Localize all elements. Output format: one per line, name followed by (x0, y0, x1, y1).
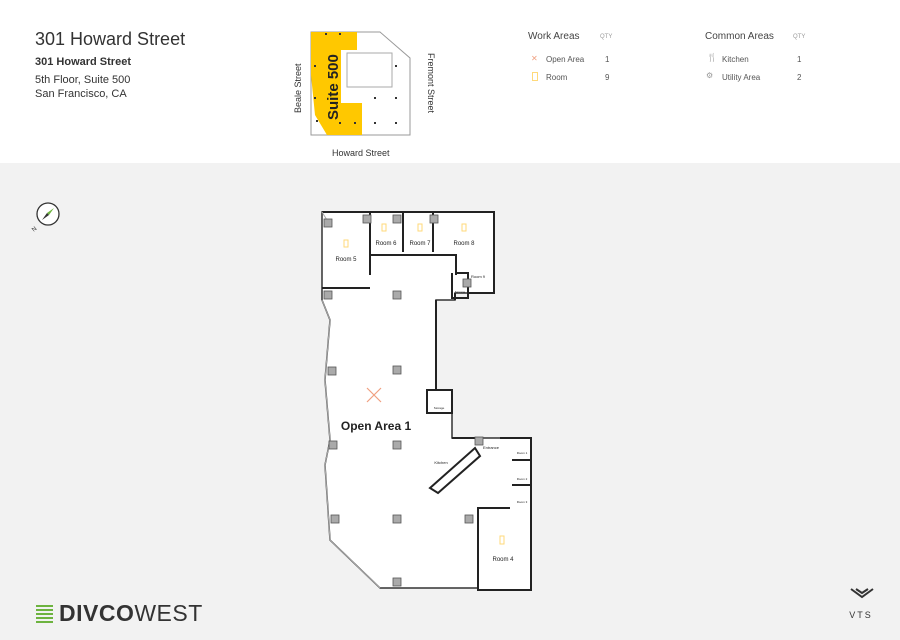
legend-kitchen-qty: 1 (797, 55, 802, 64)
legend-utility-qty: 2 (797, 73, 802, 82)
building-name: 301 Howard Street (35, 56, 131, 68)
room-8-label[interactable]: Room 8 (453, 241, 475, 247)
entrance-label[interactable]: Entrance (483, 445, 500, 450)
street-beale: Beale Street (293, 63, 303, 113)
open-area-label[interactable]: Open Area 1 (341, 419, 412, 433)
page-title: 301 Howard Street (35, 29, 186, 49)
key-map: Suite 500 Beale Street Fremont Street Ho… (293, 31, 436, 158)
room-5-label[interactable]: Room 5 (335, 257, 357, 263)
vts-logo: VTS (849, 610, 873, 620)
compass-icon: N (31, 202, 60, 233)
city: San Francisco, CA (35, 88, 127, 100)
room-7-label[interactable]: Room 7 (409, 241, 431, 247)
room-4-label[interactable]: Room 4 (492, 557, 514, 563)
door-icon (532, 72, 538, 81)
street-fremont: Fremont Street (426, 53, 436, 114)
suite-label: Suite 500 (325, 54, 342, 120)
gear-icon: ⚙ (706, 71, 714, 80)
suite-highlight (311, 32, 362, 135)
legend-kitchen: Kitchen (722, 55, 749, 64)
storage-1-label[interactable]: Storage (455, 290, 466, 294)
svg-text:N: N (31, 226, 38, 233)
kitchen-label[interactable]: Kitchen (434, 460, 447, 465)
room-3-label[interactable]: Room 3 (517, 500, 528, 504)
legend-room-qty: 9 (605, 73, 610, 82)
work-qty-header: QTY (600, 34, 613, 40)
legend-utility: Utility Area (722, 73, 761, 82)
expand-arrows-icon: ✕ (531, 54, 538, 63)
header: 301 Howard Street 301 Howard Street 5th … (0, 0, 900, 163)
room-1-label[interactable]: Room 1 (517, 451, 528, 455)
room-9-label[interactable]: Room 9 (471, 274, 486, 279)
common-qty-header: QTY (793, 34, 806, 40)
vts-logo-icon (850, 588, 874, 599)
door-icon (343, 223, 505, 545)
common-areas-title: Common Areas (705, 31, 774, 42)
expand-arrows-icon (366, 387, 382, 403)
street-howard: Howard Street (332, 148, 390, 158)
work-areas-title: Work Areas (528, 31, 580, 42)
floor-suite: 5th Floor, Suite 500 (35, 74, 131, 86)
room-2-label[interactable]: Room 2 (517, 477, 528, 481)
room-6-label[interactable]: Room 6 (375, 241, 397, 247)
storage-2-label[interactable]: Storage (434, 406, 445, 410)
divcowest-logo: DIVCOWEST (36, 600, 203, 627)
legend-open-area: Open Area (546, 55, 585, 64)
fork-knife-icon: 🍴 (707, 53, 717, 62)
legend-open-area-qty: 1 (605, 55, 610, 64)
legend-room: Room (546, 73, 568, 82)
